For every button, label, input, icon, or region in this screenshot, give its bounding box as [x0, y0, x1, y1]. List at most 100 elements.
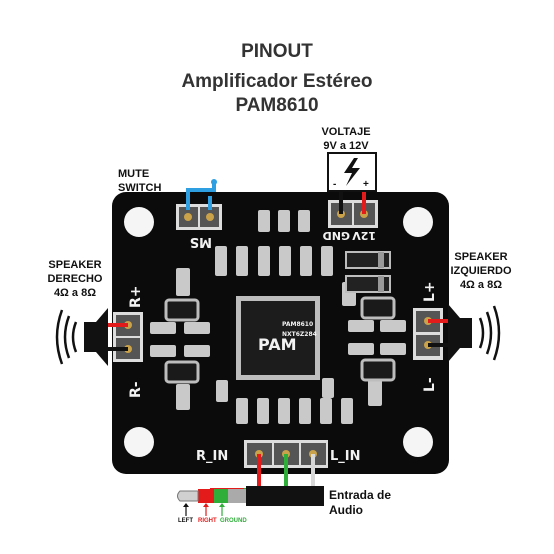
title-model: PAM8610 [235, 95, 319, 116]
right-speaker-line3: 4Ω a 8Ω [53, 287, 97, 299]
title-pinout: PINOUT [241, 41, 313, 62]
audio-input-label: Entrada de Audio [329, 488, 391, 518]
sound-wave [63, 315, 71, 359]
power-header: GND 12V [323, 200, 378, 242]
jack-cable [246, 486, 324, 506]
smd-part [322, 378, 334, 398]
psu-plus: + [363, 179, 369, 190]
smd-part [320, 398, 332, 424]
mute-label-line2: SWITCH [118, 182, 162, 194]
jack-label-left: LEFT [178, 518, 193, 524]
mute-switch-label: MUTE SWITCH [118, 167, 161, 195]
smd-part [278, 398, 290, 424]
smd-part [368, 380, 382, 406]
smd-part [150, 322, 176, 334]
l-in-silkscreen: L_IN [330, 449, 361, 464]
smd-part [184, 345, 210, 357]
inductors [164, 296, 396, 384]
mute-switch-header: MS [176, 204, 222, 249]
jack-tip [177, 490, 199, 502]
voltage-label-line2: 9V a 12V [323, 140, 369, 152]
arrow-icon [203, 503, 209, 507]
sound-wave [478, 317, 485, 349]
smd-part [380, 320, 406, 332]
right-speaker-line2: DERECHO [47, 273, 103, 285]
smd-part [279, 246, 291, 276]
mute-wire [186, 183, 216, 210]
jack-sleeve [228, 489, 246, 503]
smd-part [150, 345, 176, 357]
mounting-hole-top-right [403, 207, 433, 237]
audio-jack-icon [177, 486, 324, 516]
mounting-hole-bottom-left [124, 427, 154, 457]
lightning-icon [344, 158, 360, 186]
sound-wave [492, 305, 501, 361]
sound-wave [55, 309, 64, 365]
left-speaker-icon [448, 304, 501, 362]
speaker-cone [448, 304, 460, 362]
r-minus-silkscreen: R- [128, 381, 144, 398]
mute-wire-end [211, 179, 217, 185]
arrow-icon [219, 503, 225, 507]
smd-part [299, 398, 311, 424]
inductor [164, 360, 200, 384]
smd-part [258, 246, 270, 276]
right-speaker-icon [55, 308, 108, 366]
audio-input-line2: Audio [329, 503, 363, 517]
chip-text-model: PAM8610 [282, 321, 313, 328]
l-minus-silkscreen: L- [422, 377, 438, 392]
r-in-silkscreen: R_IN [196, 449, 228, 464]
right-speaker-line1: SPEAKER [48, 259, 102, 271]
speaker-cone [96, 308, 108, 366]
mounting-hole-top-left [124, 207, 154, 237]
smd-part [184, 322, 210, 334]
mounting-holes [124, 207, 433, 457]
diode-band [378, 276, 384, 292]
left-speaker-label: SPEAKER IZQUIERDO 4Ω a 8Ω [441, 250, 521, 292]
smd-part [216, 380, 228, 402]
jack-right-ring [198, 489, 214, 503]
diode-band [378, 252, 384, 268]
voltage-label: VOLTAJE 9V a 12V [314, 125, 378, 153]
v12-silkscreen: 12V [352, 229, 376, 242]
smd-part [258, 210, 270, 232]
smd-part [380, 343, 406, 355]
chip-body [241, 301, 315, 375]
smd-part [278, 210, 290, 232]
title-amplifier: Amplificador Estéreo [181, 71, 373, 92]
inductor [164, 298, 200, 322]
ms-silkscreen: MS [190, 234, 212, 249]
smd-part [257, 398, 269, 424]
l-plus-silkscreen: L+ [422, 281, 438, 302]
chip-text-code: NXT6Z284 [282, 331, 317, 338]
inductor [360, 296, 396, 320]
right-speaker-label: SPEAKER DERECHO 4Ω a 8Ω [40, 258, 110, 300]
pam8610-chip: PAM PAM8610 NXT6Z284 [236, 296, 320, 380]
speaker-magnet [460, 318, 472, 348]
ms-pin-1-pad [184, 213, 192, 221]
smd-part [348, 320, 374, 332]
jack-label-right: RIGHT [198, 518, 217, 524]
smd-part [300, 246, 312, 276]
power-supply-icon: - + [327, 152, 377, 192]
smd-part [176, 268, 190, 296]
jack-ground-ring [214, 489, 228, 503]
arrow-icon [183, 503, 189, 507]
smd-part [341, 398, 353, 424]
sound-wave [485, 311, 493, 355]
jack-label-ground: GROUND [220, 518, 247, 524]
mute-label-line1: MUTE [118, 168, 150, 180]
smd-part [215, 246, 227, 276]
smd-components [150, 210, 406, 424]
smd-part [298, 210, 310, 232]
diodes [345, 251, 391, 293]
audio-input-line1: Entrada de [329, 488, 392, 502]
r-plus-silkscreen: R+ [128, 285, 144, 308]
smd-part [236, 246, 248, 276]
chip-logo: PAM [258, 335, 297, 354]
voltage-label-line1: VOLTAJE [321, 126, 371, 138]
speaker-magnet [84, 322, 96, 352]
psu-minus: - [333, 179, 336, 190]
left-speaker-line3: 4Ω a 8Ω [459, 279, 503, 291]
